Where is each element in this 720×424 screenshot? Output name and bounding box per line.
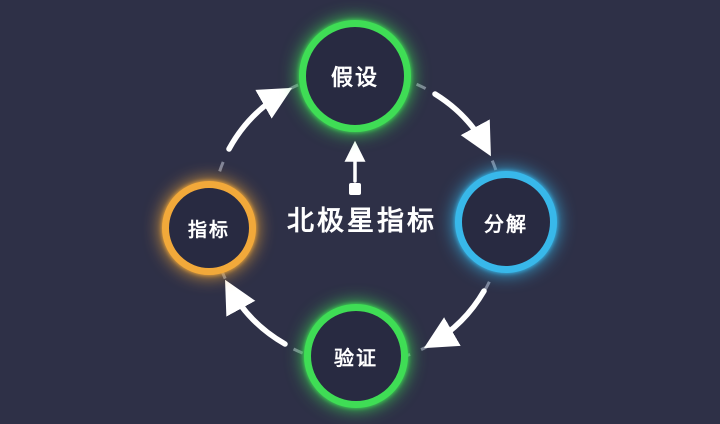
node-hypothesis: 假设 <box>299 20 411 132</box>
node-hypothesis-label: 假设 <box>330 66 379 91</box>
node-metric-label: 指标 <box>187 218 230 241</box>
node-decompose: 分解 <box>455 171 557 273</box>
node-decompose-label: 分解 <box>484 211 528 236</box>
arrow-right-to-bottom-icon <box>423 288 487 349</box>
node-metric: 指标 <box>162 181 256 275</box>
arrow-left-to-top-icon <box>226 87 293 152</box>
arrow-top-to-right-icon <box>432 91 491 157</box>
anchor-square-icon <box>349 183 361 195</box>
arrow-bottom-to-left-icon <box>225 279 288 347</box>
node-validate-label: 验证 <box>334 345 378 370</box>
center-title: 北极星指标 <box>287 206 437 237</box>
node-validate: 验证 <box>304 304 408 408</box>
